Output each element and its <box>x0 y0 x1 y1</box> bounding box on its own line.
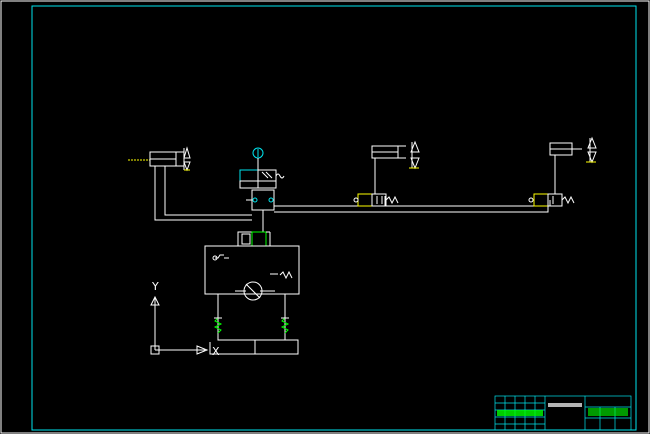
pressure-gauge <box>252 147 264 170</box>
cylinder-2 <box>371 140 420 170</box>
tank <box>209 342 299 355</box>
pipe-cyl1-b <box>164 166 252 216</box>
relief-valve-right <box>280 317 290 334</box>
title-block <box>494 395 632 431</box>
cylinder-1 <box>128 146 191 172</box>
pump-block-body <box>204 245 300 295</box>
ucs-icon <box>150 295 209 355</box>
ucs-y-arrow <box>150 295 160 306</box>
ucs-x-label: X <box>212 345 220 358</box>
ucs-y-label: Y <box>151 280 159 293</box>
solenoid-valve-top <box>239 169 285 189</box>
drawing-frame <box>31 5 637 431</box>
cylinder-3 <box>549 136 597 164</box>
pipe-main-bottom <box>274 205 549 213</box>
ucs-origin-box <box>150 345 160 355</box>
directional-valve-3 <box>528 193 575 207</box>
pump-block <box>204 245 300 355</box>
hydraulic-circuit <box>128 136 597 355</box>
ucs-x-arrow <box>196 345 209 355</box>
relief-valve-left <box>213 317 223 334</box>
pipe-cyl1-a <box>154 166 252 221</box>
directional-valve-2 <box>353 193 399 207</box>
title-block-border <box>494 395 632 431</box>
